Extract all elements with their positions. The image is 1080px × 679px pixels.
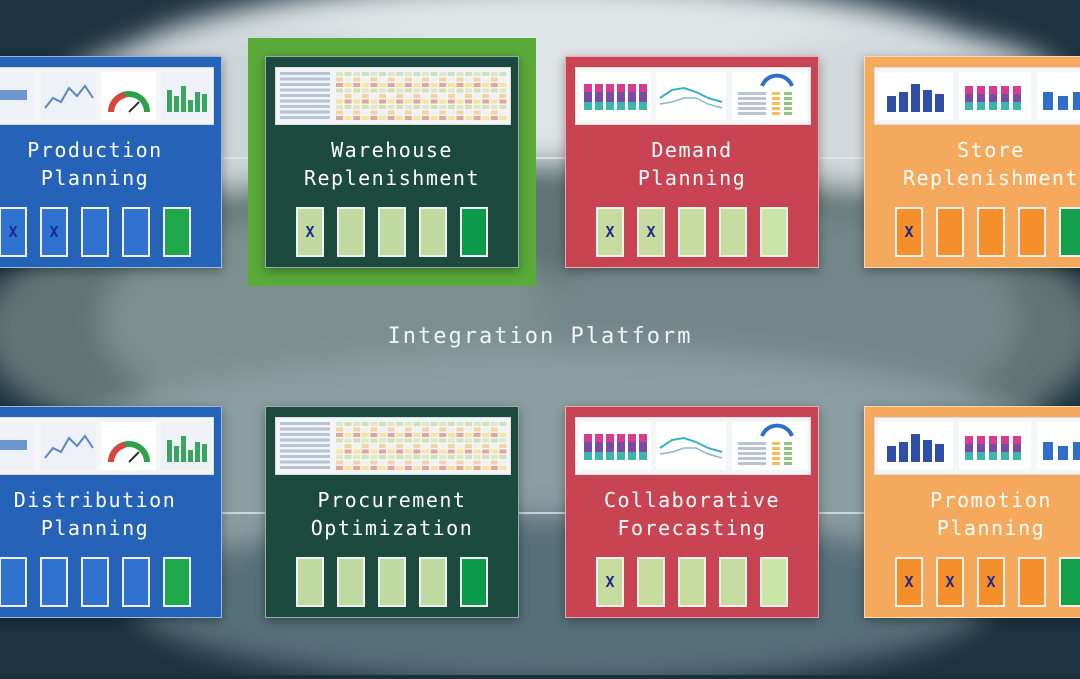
- dashboard-thumbnail: [0, 417, 214, 475]
- status-box[interactable]: X: [596, 557, 624, 607]
- card-title-line2: Planning: [637, 166, 747, 190]
- status-box[interactable]: [977, 207, 1005, 257]
- dashboard-thumbnail-chart: [878, 72, 1080, 120]
- status-box[interactable]: [678, 557, 706, 607]
- dashboard-thumbnail-chart: [878, 422, 1080, 470]
- card-title-line2: Planning: [936, 516, 1046, 540]
- card-title-line1: Distribution: [13, 488, 177, 512]
- card-title-line2: Planning: [40, 516, 150, 540]
- status-box[interactable]: [378, 207, 406, 257]
- status-box[interactable]: X: [936, 557, 964, 607]
- status-box[interactable]: [760, 207, 788, 257]
- card-title-line2: Replenishment: [303, 166, 481, 190]
- dashboard-thumbnail: [275, 417, 511, 475]
- card-title-line1: Demand: [651, 138, 733, 162]
- bottom-connector-line: [0, 512, 1080, 514]
- card-title-line1: Warehouse: [331, 138, 453, 162]
- card-title-line2: Forecasting: [617, 516, 767, 540]
- status-box[interactable]: [936, 207, 964, 257]
- status-box[interactable]: X: [637, 207, 665, 257]
- dashboard-thumbnail: [874, 417, 1080, 475]
- status-box[interactable]: [163, 557, 191, 607]
- card-title-line2: Optimization: [310, 516, 474, 540]
- status-boxes: X: [566, 557, 818, 607]
- dashboard-thumbnail: [575, 417, 811, 475]
- dashboard-thumbnail-chart: [0, 422, 211, 470]
- status-box[interactable]: [40, 557, 68, 607]
- status-box[interactable]: [337, 557, 365, 607]
- status-box[interactable]: X: [296, 207, 324, 257]
- status-box[interactable]: [719, 207, 747, 257]
- status-box[interactable]: X: [40, 207, 68, 257]
- card-title-line1: Production: [27, 138, 163, 162]
- status-box[interactable]: [678, 207, 706, 257]
- status-box[interactable]: X: [596, 207, 624, 257]
- status-box[interactable]: [1059, 207, 1080, 257]
- status-box[interactable]: [419, 557, 447, 607]
- status-box[interactable]: [1018, 557, 1046, 607]
- card-title-line2: Planning: [40, 166, 150, 190]
- status-box[interactable]: [378, 557, 406, 607]
- integration-platform-label: Integration Platform: [387, 324, 693, 349]
- status-box[interactable]: [460, 557, 488, 607]
- status-boxes: [0, 557, 221, 607]
- dashboard-thumbnail-chart: [280, 422, 507, 470]
- dashboard-thumbnail: [874, 67, 1080, 125]
- status-box[interactable]: X: [0, 207, 27, 257]
- status-boxes: X: [865, 207, 1080, 257]
- card-title-line1: Promotion: [930, 488, 1052, 512]
- dashboard-thumbnail-chart: [579, 72, 807, 120]
- status-box[interactable]: [460, 207, 488, 257]
- status-box[interactable]: [1018, 207, 1046, 257]
- status-box[interactable]: [163, 207, 191, 257]
- status-box[interactable]: [1059, 557, 1080, 607]
- status-box[interactable]: [122, 557, 150, 607]
- dashboard-thumbnail: [575, 67, 811, 125]
- status-box[interactable]: [0, 557, 27, 607]
- dashboard-thumbnail: [275, 67, 511, 125]
- status-box[interactable]: X: [977, 557, 1005, 607]
- card-title-line1: Procurement: [317, 488, 467, 512]
- status-boxes: X: [266, 207, 518, 257]
- status-boxes: [266, 557, 518, 607]
- status-box[interactable]: [81, 557, 109, 607]
- dashboard-thumbnail-chart: [0, 72, 211, 120]
- status-box[interactable]: [296, 557, 324, 607]
- status-box[interactable]: [122, 207, 150, 257]
- card-title-line1: Collaborative: [603, 488, 781, 512]
- card-title-line2: Replenishment: [902, 166, 1080, 190]
- status-box[interactable]: X: [895, 557, 923, 607]
- card-title-line1: Store: [957, 138, 1025, 162]
- top-connector-line: [0, 157, 1080, 159]
- status-box[interactable]: [81, 207, 109, 257]
- status-box[interactable]: [337, 207, 365, 257]
- dashboard-thumbnail: [0, 67, 214, 125]
- status-box[interactable]: X: [895, 207, 923, 257]
- status-box[interactable]: [419, 207, 447, 257]
- dashboard-thumbnail-chart: [280, 72, 507, 120]
- dashboard-thumbnail-chart: [579, 422, 807, 470]
- status-box[interactable]: [719, 557, 747, 607]
- status-box[interactable]: [637, 557, 665, 607]
- status-box[interactable]: [760, 557, 788, 607]
